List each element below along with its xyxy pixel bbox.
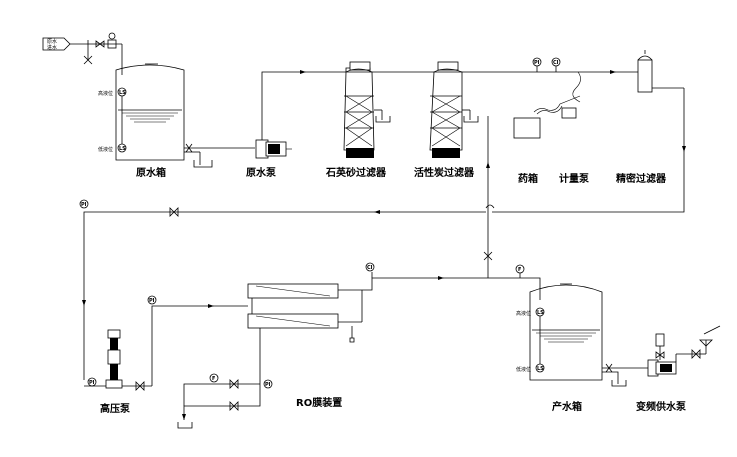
concentrate-pi: PI: [263, 379, 273, 389]
ro-feed-pipe: [83, 211, 486, 380]
vfd-pump-label: 变频供水泵: [636, 400, 687, 413]
pi-label: PI: [81, 202, 87, 208]
f-label: F: [212, 376, 215, 382]
raw-tank-ls-low: [117, 143, 127, 153]
feed-valve-icon: [169, 207, 179, 217]
high-pressure-pump-label: 高压泵: [100, 402, 131, 415]
ro-inlet-pi: PI: [147, 295, 157, 305]
ro-membrane-unit: RO膜装置: [247, 283, 363, 409]
product-tank-label: 产水箱: [552, 400, 582, 413]
pi-label: PI: [534, 60, 540, 66]
filter-header-pipe: [261, 71, 640, 140]
raw-water-tank: LS LS 高液位 低液位 原水箱: [98, 63, 185, 179]
inlet-valve-icon: [95, 40, 105, 48]
pi-label: PI: [265, 382, 271, 388]
precision-filter-label: 精密过滤器: [616, 172, 667, 185]
permeate-pipe: [362, 277, 541, 300]
raw-pump-label: 原水泵: [246, 166, 277, 179]
ro-unit-label: RO膜装置: [296, 396, 342, 409]
header-pi-gauge: PI: [532, 57, 542, 72]
sand-filter-label: 石英砂过滤器: [325, 166, 387, 179]
concentrate-valve-icon: [229, 379, 239, 389]
level-low-label: 低液位: [98, 146, 113, 153]
concentrate-pipe: [183, 328, 261, 420]
permeate-flow-meter: F: [515, 264, 525, 278]
ls-label: LS: [119, 90, 126, 96]
dosing-tank: 药箱: [513, 95, 581, 185]
raw-tank-label: 原水箱: [136, 166, 166, 179]
raw-water-pump: 原水泵: [246, 139, 292, 179]
header-ci-meter: CI: [551, 57, 561, 72]
raw-tank-ls-high: [117, 87, 127, 97]
feed-pi-gauge: PI: [79, 199, 89, 209]
ls-label: LS: [119, 146, 126, 152]
sand-filter: 石英砂过滤器: [325, 61, 391, 179]
concentrate-flow-meter: F: [209, 373, 219, 383]
product-tank-ls-low: [535, 363, 545, 373]
product-water-tank: LS LS 高液位 低液位 产水箱: [516, 283, 603, 413]
ci-label: CI: [553, 60, 559, 66]
product-tank-ls-high: [535, 307, 545, 317]
ls-label: LS: [537, 310, 544, 316]
hp-valve-icon: [135, 381, 145, 391]
pi-label: PI: [89, 380, 95, 386]
pi-label: PI: [149, 298, 155, 304]
permeate-ci: CI: [365, 262, 375, 278]
carbon-filter: 活性炭过滤器: [414, 61, 479, 179]
inlet-pipe: [70, 32, 123, 75]
precision-outlet-pipe: [492, 88, 685, 213]
dosing-tank-label: 药箱: [518, 172, 538, 185]
level-low-label: 低液位: [516, 366, 531, 373]
ci-label: CI: [367, 265, 373, 271]
level-high-label: 高液位: [98, 90, 113, 97]
product-tank-drain: [602, 371, 619, 384]
inlet-tag-line2: 进水: [47, 44, 57, 51]
metering-pump: 计量泵: [559, 107, 590, 185]
level-high-label: 高液位: [516, 310, 531, 317]
raw-water-inlet-tag: 原水 进水: [42, 37, 71, 51]
inlet-tag-line1: 原水: [47, 38, 57, 45]
metering-pump-label: 计量泵: [559, 172, 590, 185]
flush-valve-icon: [229, 401, 239, 411]
ro-inlet-pipe: [151, 305, 248, 386]
raw-tank-drain: [184, 151, 213, 168]
precision-filter: 精密过滤器: [616, 50, 684, 185]
concentrate-recycle-pipe: [183, 383, 260, 406]
carbon-filter-label: 活性炭过滤器: [414, 166, 475, 179]
ls-label: LS: [537, 366, 544, 372]
vfd-supply-pump: 变频供水泵: [636, 325, 721, 413]
hp-suction-pi: PI: [87, 377, 97, 387]
high-pressure-pump: 高压泵: [84, 329, 152, 415]
f-label: F: [518, 267, 521, 273]
